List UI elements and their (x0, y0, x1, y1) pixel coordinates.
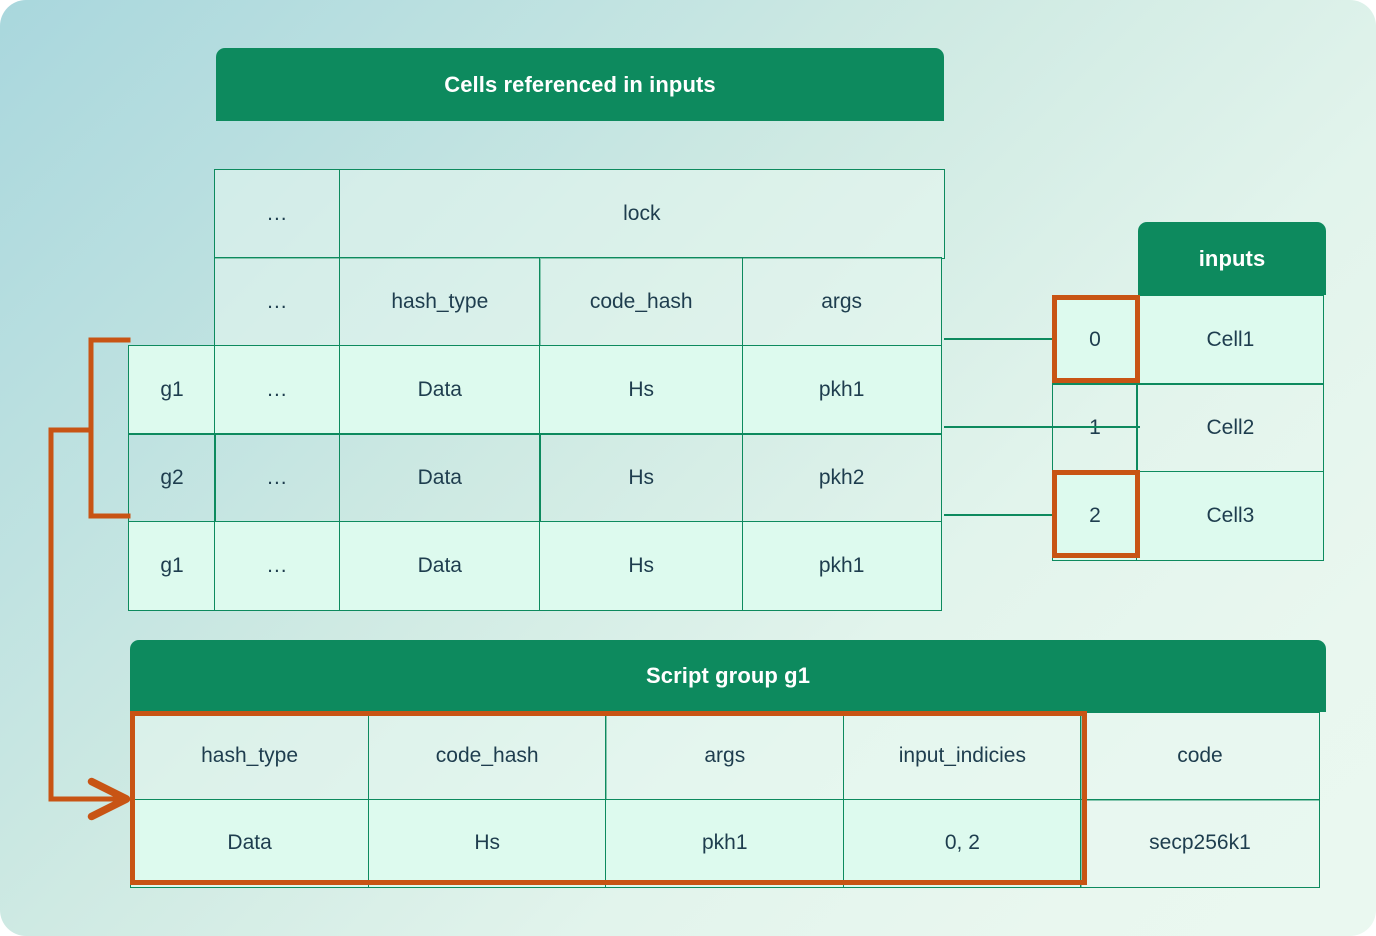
row-hash-type: Data (338, 521, 541, 611)
column-header-code-hash: code_hash (539, 257, 744, 347)
input-cell-name: Cell3 (1136, 471, 1325, 561)
script-group-body: hash_type code_hash args input_indicies … (130, 712, 1326, 888)
header-dots-cell: ... (214, 169, 341, 259)
sg-column-hash-type: hash_type (130, 712, 370, 801)
column-header-hash-type: hash_type (338, 257, 541, 347)
row-dots: ... (214, 345, 341, 435)
script-group-value-row[interactable]: Data Hs pkh1 0, 2 secp256k1 (130, 799, 1326, 888)
list-item[interactable]: 2 Cell3 (1052, 471, 1326, 561)
script-group-header-row: hash_type code_hash args input_indicies … (130, 712, 1326, 801)
column-header-args: args (741, 257, 942, 347)
link-g1-row1 (88, 337, 131, 433)
column-header-dots: ... (214, 257, 341, 347)
row-group-spacer (128, 169, 216, 259)
input-cell-name: Cell2 (1136, 383, 1325, 473)
inputs-table-body: 0 Cell1 1 Cell2 2 Cell3 (1052, 295, 1326, 561)
table-row[interactable]: g1 ... Data Hs pkh1 (128, 521, 944, 611)
row-code-hash: Hs (539, 521, 744, 611)
table-row[interactable]: g1 ... Data Hs pkh1 (128, 345, 944, 435)
cells-referenced-table: Cells referenced in inputs ... lock ... … (128, 48, 945, 611)
row-hash-type: Data (338, 345, 541, 435)
input-index: 2 (1052, 471, 1138, 561)
sg-value-code-hash: Hs (367, 799, 607, 888)
cells-group-header-row: ... lock (128, 169, 945, 259)
connector-line-input-2 (944, 514, 1054, 516)
connector-line-input-0 (944, 338, 1054, 340)
table-row[interactable]: g2 ... Data Hs pkh2 (128, 433, 944, 523)
row-group-spacer (128, 257, 216, 347)
row-dots: ... (214, 521, 341, 611)
row-code-hash: Hs (539, 433, 744, 523)
inputs-table-title: inputs (1138, 222, 1326, 295)
sg-column-input-indicies: input_indicies (842, 712, 1082, 801)
script-group-title: Script group g1 (130, 640, 1326, 712)
list-item[interactable]: 0 Cell1 (1052, 295, 1326, 385)
row-hash-type: Data (338, 433, 541, 523)
sg-value-input-indicies: 0, 2 (842, 799, 1082, 888)
link-trunk-to-script-group (48, 427, 131, 821)
cells-table-body: ... lock ... hash_type code_hash args g1… (128, 169, 945, 611)
header-lock-cell: lock (338, 169, 945, 259)
row-args: pkh1 (741, 345, 942, 435)
link-g1-row3 (88, 427, 131, 519)
sg-column-code-hash: code_hash (367, 712, 607, 801)
row-dots: ... (214, 433, 341, 523)
connector-line-input-1 (944, 426, 1140, 428)
sg-value-hash-type: Data (130, 799, 370, 888)
sg-value-args: pkh1 (605, 799, 845, 888)
row-group-label: g1 (128, 345, 216, 435)
sg-column-code: code (1080, 712, 1320, 801)
input-cell-name: Cell1 (1136, 295, 1325, 385)
row-group-label: g2 (128, 433, 216, 523)
inputs-table: inputs 0 Cell1 1 Cell2 2 Cell3 (1052, 222, 1326, 561)
row-args: pkh1 (741, 521, 942, 611)
script-group-table: Script group g1 hash_type code_hash args… (130, 640, 1326, 888)
sg-column-args: args (605, 712, 845, 801)
row-code-hash: Hs (539, 345, 744, 435)
cells-table-title: Cells referenced in inputs (216, 48, 944, 121)
cells-column-header-row: ... hash_type code_hash args (128, 257, 944, 347)
input-index: 0 (1052, 295, 1138, 385)
row-group-label: g1 (128, 521, 216, 611)
sg-value-code: secp256k1 (1080, 799, 1320, 888)
row-args: pkh2 (741, 433, 942, 523)
